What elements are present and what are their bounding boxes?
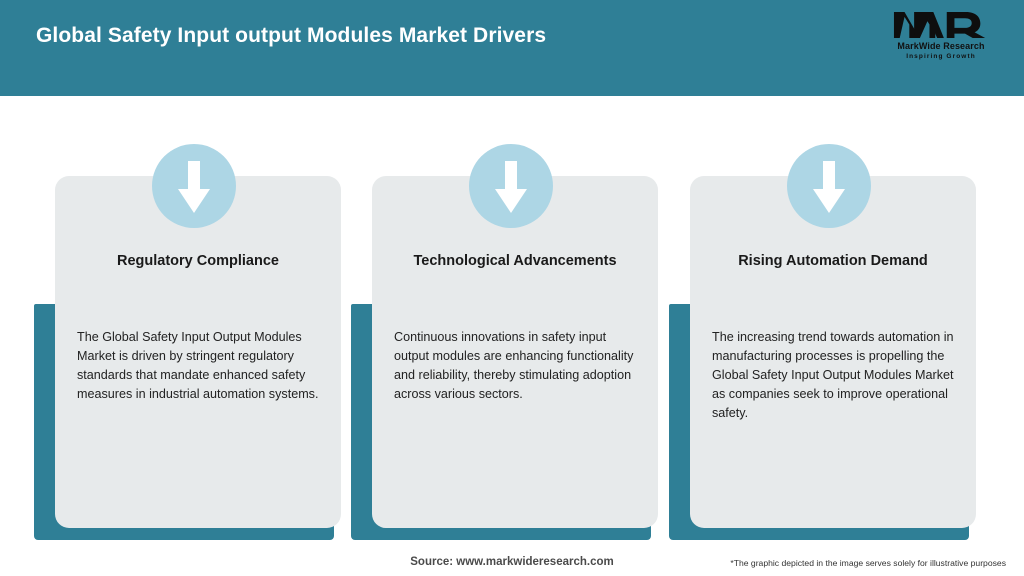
brand-logo: MarkWide Research Inspiring Growth [882,10,1000,68]
card-title: Rising Automation Demand [738,253,928,269]
driver-card: Rising Automation Demand The increasing … [669,144,976,540]
disclaimer-label: *The graphic depicted in the image serve… [730,558,1006,568]
card-panel: Technological Advancements Continuous in… [372,176,658,528]
driver-card: Technological Advancements Continuous in… [351,144,658,540]
down-arrow-icon [813,161,845,213]
down-arrow-badge [152,144,236,228]
card-description: The increasing trend towards automation … [712,330,954,420]
brand-tagline: Inspiring Growth [906,53,976,60]
card-panel: Regulatory Compliance The Global Safety … [55,176,341,528]
down-arrow-badge [469,144,553,228]
brand-name: MarkWide Research [897,41,985,51]
card-title: Technological Advancements [413,253,617,269]
down-arrow-icon [178,161,210,213]
header-bar: Global Safety Input output Modules Marke… [0,0,1024,96]
source-label: Source: www.markwideresearch.com [410,556,614,568]
down-arrow-icon [495,161,527,213]
card-description: The Global Safety Input Output Modules M… [77,330,319,401]
page-title: Global Safety Input output Modules Marke… [36,24,547,47]
card-title: Regulatory Compliance [117,253,279,269]
card-description: Continuous innovations in safety input o… [394,330,634,401]
down-arrow-badge [787,144,871,228]
driver-card: Regulatory Compliance The Global Safety … [34,144,341,540]
mwr-logo-icon [893,12,986,38]
card-panel: Rising Automation Demand The increasing … [690,176,976,528]
